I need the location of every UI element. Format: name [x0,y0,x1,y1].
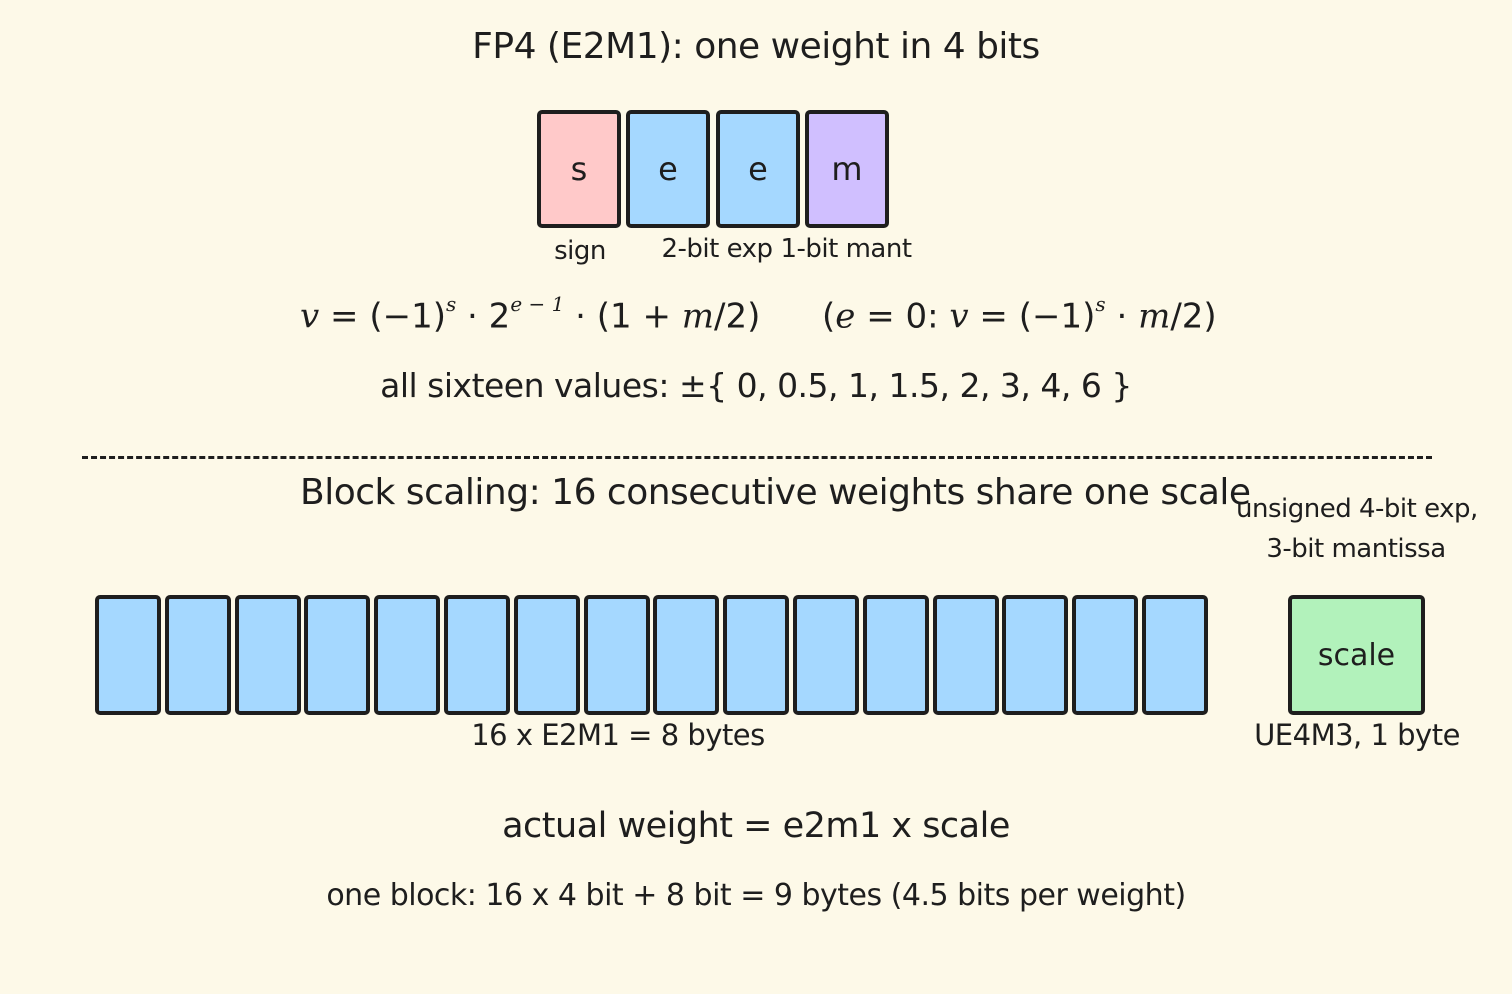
exponent-bit-1: e [626,110,710,228]
scale-format-note-line2: 3-bit mantissa [1266,534,1446,564]
weight-cell [374,595,441,715]
weight-cell [862,595,929,715]
weight-cell [95,595,161,715]
sign-label: sign [554,236,606,266]
weight-cell [444,595,510,715]
weight-cell [1142,595,1208,715]
scale-box-label: scale [1317,637,1396,673]
formula-mantissa-term: · (1 + [564,296,682,337]
exponent-label: 2-bit exp [661,234,773,264]
mantissa-bit: m [805,110,889,228]
fp4-formula: v = (−1)s · 2e − 1 · (1 + m/2) [300,292,780,337]
weight-cell [1072,595,1139,715]
weight-cell [723,595,790,715]
weight-cell [304,595,371,715]
sign-bit-letter: s [570,150,588,188]
mantissa-bit-letter: m [831,150,863,188]
weights-size-label: 16 x E2M1 = 8 bytes [471,718,765,752]
formula-two: · 2 [456,296,511,337]
exponent-bit-1-letter: e [658,150,678,188]
scale-format-note-line1: unsigned 4-bit exp, [1236,494,1478,524]
mantissa-label: 1-bit mant [780,234,912,264]
formula-close: /2) [714,296,761,337]
scale-size-label: UE4M3, 1 byte [1254,718,1460,752]
weight-cell [1002,595,1069,715]
sign-bit: s [537,110,621,228]
formula-sign-exp: s [445,292,457,316]
exponent-bit-2-letter: e [748,150,768,188]
formula-exponent: e − 1 [510,292,565,316]
formula-v: v [300,296,320,337]
exponent-bit-2: e [716,110,800,228]
formula-m: m [681,296,715,337]
formula-sign-term: = (−1) [319,296,446,337]
weight-cell [653,595,720,715]
weight-cell [513,595,580,715]
weight-cell [164,595,231,715]
weight-cell [234,595,301,715]
section-divider [82,456,1432,459]
weight-cell [932,595,999,715]
scale-box: scale [1288,595,1425,715]
weight-cell [583,595,650,715]
fp4-values-list: all sixteen values: ±{ 0, 0.5, 1, 1.5, 2… [380,366,1132,405]
block-size-summary: one block: 16 x 4 bit + 8 bit = 9 bytes … [326,878,1186,913]
block-scaling-title: Block scaling: 16 consecutive weights sh… [300,472,1251,513]
fp4-title: FP4 (E2M1): one weight in 4 bits [472,26,1040,67]
fp4-subnormal-formula: (e = 0: v = (−1)s · m/2) [822,292,1217,337]
weight-cell [793,595,859,715]
actual-weight-formula: actual weight = e2m1 x scale [502,806,1010,846]
